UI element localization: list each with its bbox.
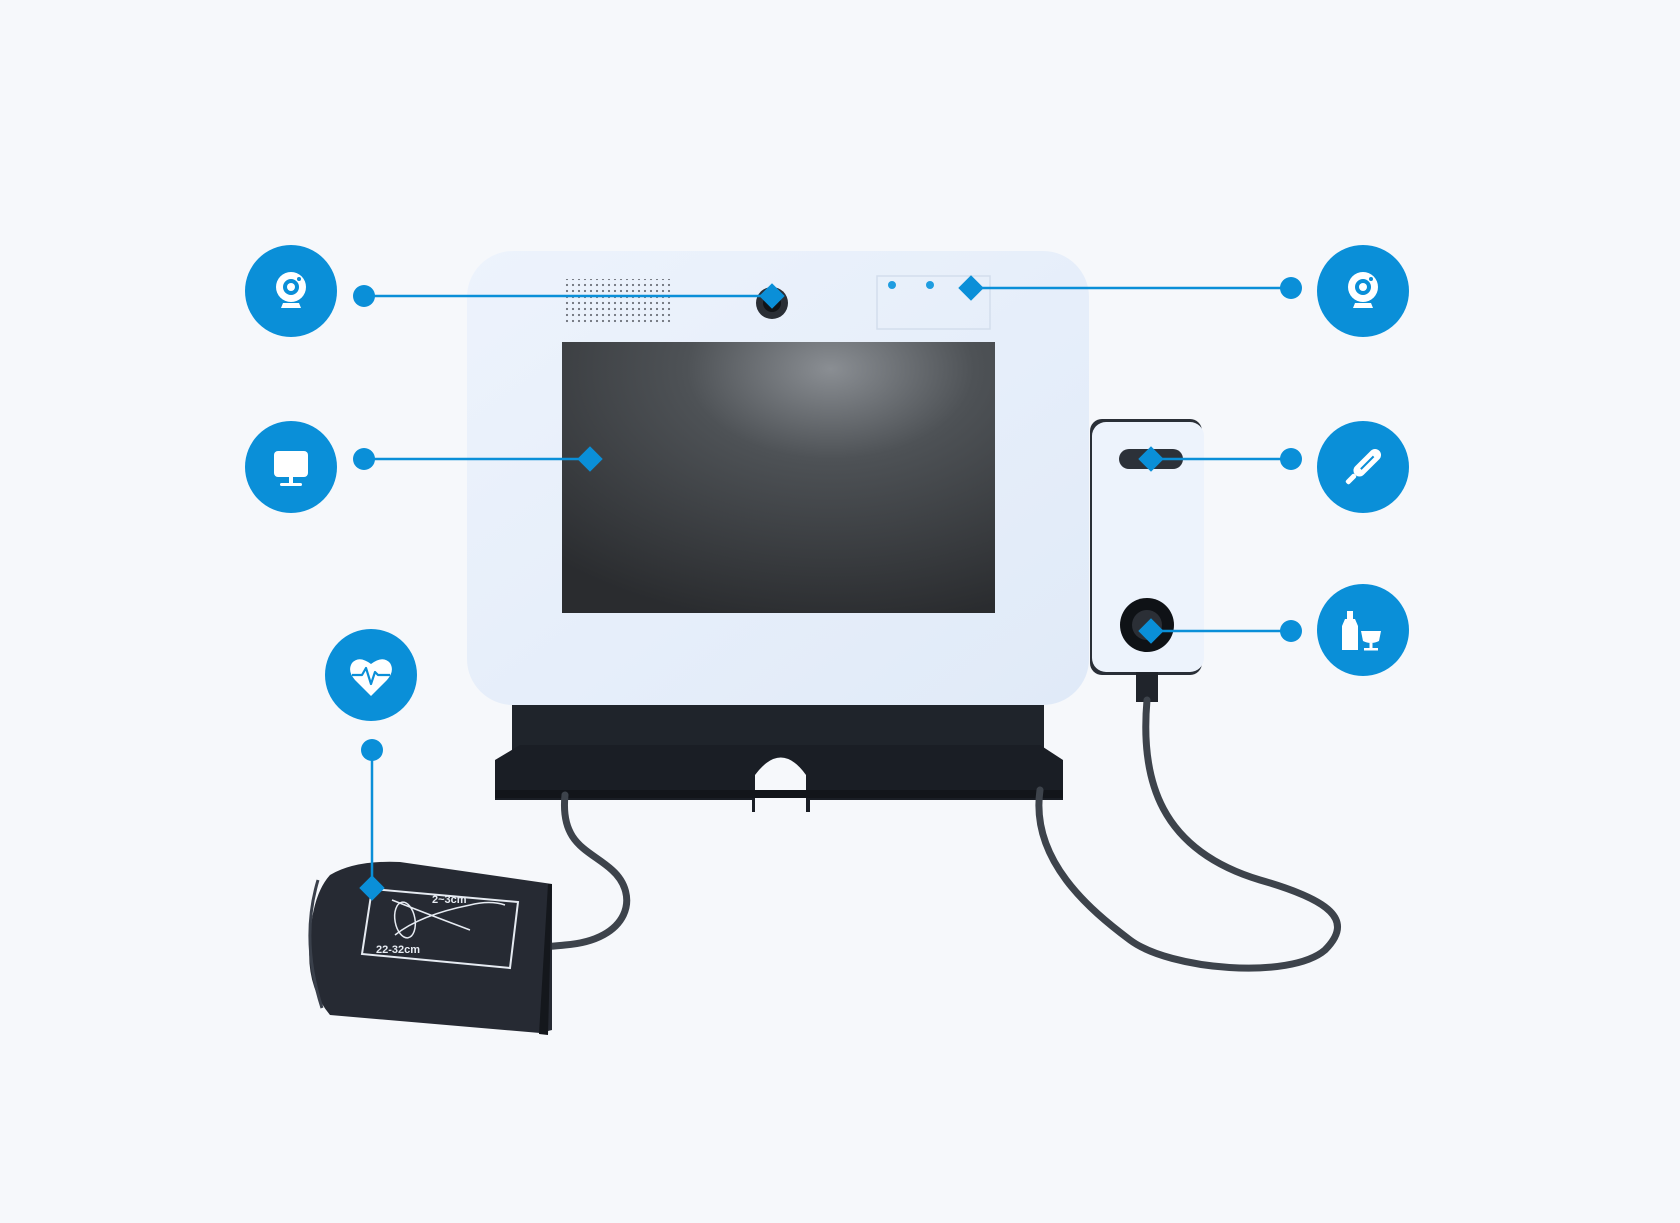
thermometer-icon [1345,448,1382,485]
blood-pressure-cuff: 2~3cm 22-32cm [308,861,552,1035]
callout-touch-screen [245,421,603,513]
kiosk-base [495,700,1063,812]
cuff-label-bottom: 22-32cm [376,944,420,956]
callout-top-right-camera [958,245,1409,337]
side-module [1090,419,1204,702]
cuff-cable [540,791,631,951]
webcam-icon [276,272,306,308]
touch-screen[interactable] [562,342,995,613]
webcam-icon [1348,272,1378,308]
sensor-window [876,275,991,330]
speaker-grille [563,279,673,325]
callout-thermometer [1138,421,1409,513]
bottle-glass-icon [1342,611,1381,651]
callout-front-camera [245,245,785,337]
cuff-label-panel [360,887,520,970]
kiosk-device: 2~3cm 22-32cm [308,251,1341,1035]
heart-pulse-icon [350,659,392,696]
callout-blood-pressure-cuff [325,629,417,901]
module-cable [1035,696,1341,972]
cuff-label-top: 2~3cm [432,894,467,906]
monitor-icon [274,451,308,486]
